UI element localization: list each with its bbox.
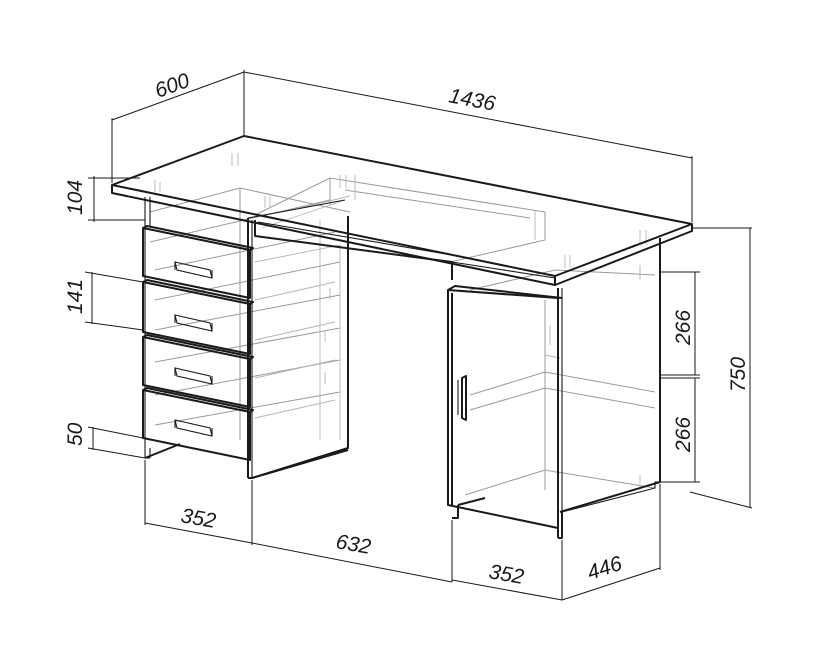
drawer-4[interactable] [142, 387, 254, 461]
dim-drawer-height: 141 [64, 279, 87, 314]
dim-top-thickness: 104 [64, 180, 87, 215]
left-pedestal [142, 197, 349, 479]
dimension-lines [84, 70, 753, 601]
center-apron [254, 220, 556, 280]
cabinet-door[interactable] [447, 285, 563, 529]
dim-left-pedestal-width: 352 [179, 504, 218, 533]
dim-width-total: 1436 [447, 84, 498, 116]
hidden-structure [149, 153, 656, 496]
drawer-1[interactable] [142, 225, 254, 299]
dim-knee-space-width: 632 [334, 530, 373, 559]
dim-plinth-height: 50 [64, 422, 87, 446]
drawer-2[interactable] [142, 279, 254, 355]
dim-pedestal-depth: 446 [584, 552, 625, 585]
door-handle[interactable] [457, 375, 467, 421]
dim-height-total: 750 [727, 357, 750, 392]
dim-shelf-upper: 266 [672, 310, 695, 346]
dim-depth-top: 600 [152, 69, 193, 103]
dim-shelf-lower: 266 [672, 417, 695, 453]
desk-top [111, 135, 693, 286]
dim-right-pedestal-width: 352 [487, 560, 526, 589]
drawer-3[interactable] [142, 334, 254, 408]
dimension-labels: 600 1436 104 141 50 266 266 750 352 632 … [64, 69, 750, 589]
